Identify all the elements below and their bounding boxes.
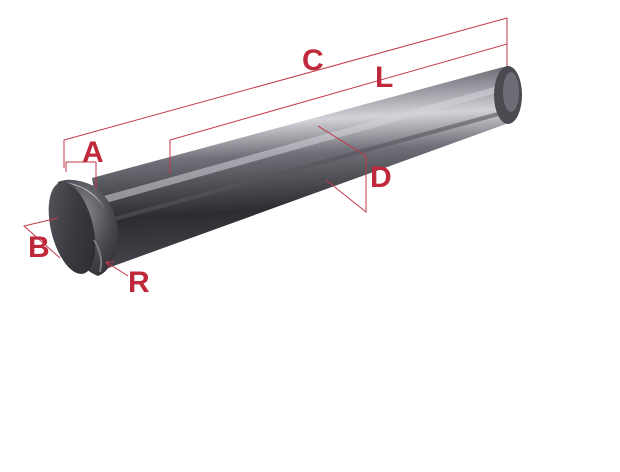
pin-head-face [48,182,96,274]
dimension-b-line [22,217,61,259]
label-r: R [128,266,150,299]
label-b: B [28,231,50,264]
pin-shaft [92,66,522,268]
dimension-lines [22,17,508,277]
dimension-r-arrow [105,261,129,277]
label-c: C [302,44,324,77]
pin-head [48,179,118,276]
dimension-a-line [65,161,97,190]
dimension-c-line [63,17,508,168]
label-a: A [82,136,104,169]
dimension-l-line [169,43,508,174]
label-l: L [375,61,393,94]
label-d: D [370,161,392,194]
dimension-d-line [317,125,367,214]
